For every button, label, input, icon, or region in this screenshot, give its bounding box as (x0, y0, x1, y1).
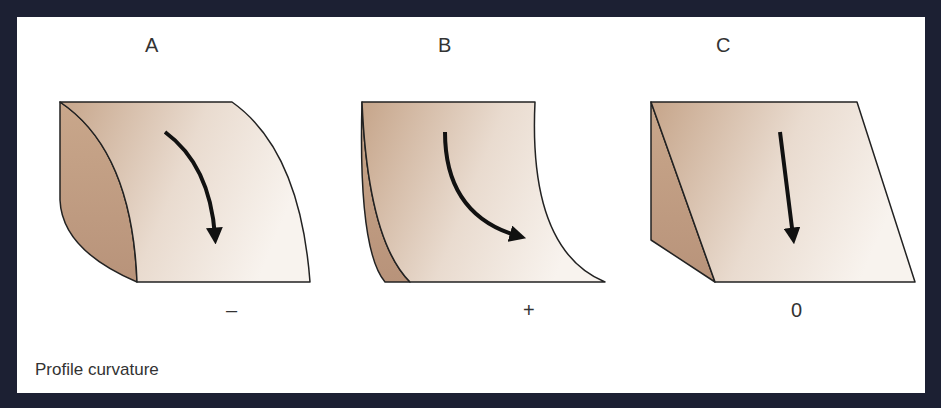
curvature-sign: 0 (791, 298, 802, 322)
curvature-sign: + (523, 298, 535, 322)
convex-block (60, 102, 310, 282)
concave-block (361, 102, 605, 282)
panel-letter: A (145, 33, 158, 57)
panel-letter: C (716, 33, 730, 57)
panel-letter: B (438, 33, 451, 57)
curvature-sign: – (226, 298, 237, 322)
figure-caption: Profile curvature (35, 360, 159, 380)
planar-block (651, 102, 915, 282)
